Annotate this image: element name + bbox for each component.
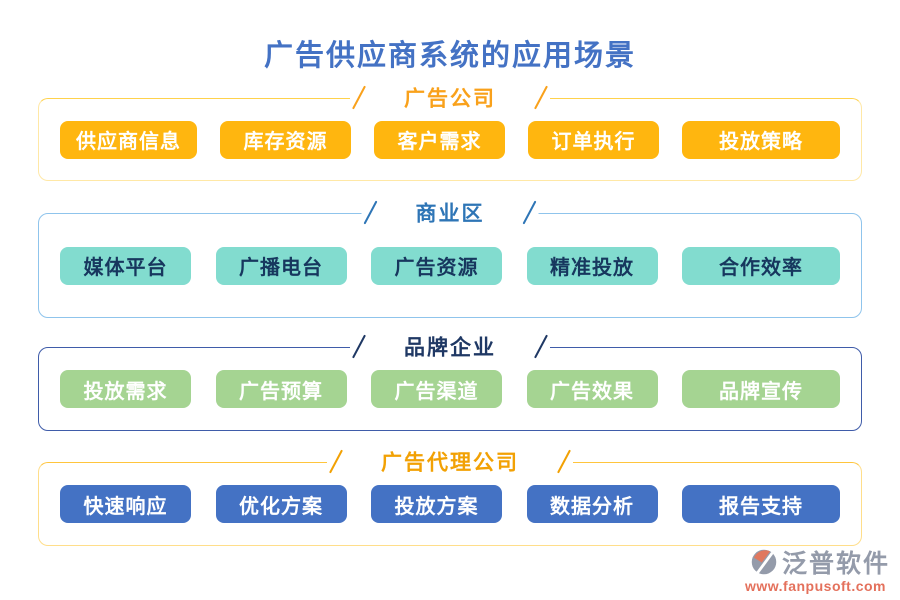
slash-icon — [352, 85, 366, 110]
feature-chip: 库存资源 — [220, 120, 351, 159]
section-ad-company-header: 广告公司 — [350, 82, 550, 113]
chip-row: 投放需求 广告预算 广告渠道 广告效果 品牌宣传 — [39, 348, 861, 430]
slash-icon — [534, 334, 548, 359]
section-business-district-header: 商业区 — [361, 197, 539, 228]
slash-icon — [522, 200, 537, 225]
slash-icon — [363, 200, 378, 225]
section-label: 广告公司 — [404, 87, 496, 111]
feature-chip: 供应商信息 — [60, 120, 197, 159]
fanpu-logo-icon — [750, 548, 778, 576]
slash-icon — [329, 449, 343, 474]
feature-chip: 数据分析 — [526, 485, 658, 523]
feature-chip: 精准投放 — [526, 246, 658, 285]
section-label: 广告代理公司 — [381, 451, 519, 475]
feature-chip: 广告渠道 — [371, 370, 502, 408]
brand-url: www.fanpusoft.com — [745, 578, 886, 594]
section-label: 品牌企业 — [404, 336, 496, 360]
section-ad-agency: 广告代理公司 快速响应 优化方案 投放方案 数据分析 报告支持 — [38, 446, 862, 546]
feature-chip: 合作效率 — [682, 246, 840, 285]
feature-chip: 投放需求 — [60, 370, 191, 408]
section-ad-agency-header: 广告代理公司 — [327, 446, 573, 477]
section-label: 商业区 — [415, 202, 485, 226]
feature-chip: 广播电台 — [215, 246, 347, 285]
slash-icon — [352, 334, 366, 359]
section-brand-enterprise-header: 品牌企业 — [350, 331, 550, 362]
feature-chip: 广告预算 — [215, 370, 347, 408]
brand-name: 泛普软件 — [781, 550, 890, 578]
feature-chip: 快速响应 — [60, 485, 191, 523]
section-ad-company: 广告公司 供应商信息 库存资源 客户需求 订单执行 投放策略 — [38, 82, 862, 181]
feature-chip: 品牌宣传 — [682, 370, 840, 408]
feature-chip: 媒体平台 — [60, 246, 191, 285]
feature-chip: 广告效果 — [526, 370, 658, 408]
chip-row: 媒体平台 广播电台 广告资源 精准投放 合作效率 — [39, 214, 861, 317]
slash-icon — [534, 85, 548, 110]
feature-chip: 投放策略 — [682, 120, 840, 159]
chip-row: 快速响应 优化方案 投放方案 数据分析 报告支持 — [39, 463, 861, 545]
chip-row: 供应商信息 库存资源 客户需求 订单执行 投放策略 — [39, 99, 861, 180]
page-title: 广告供应商系统的应用场景 — [263, 40, 636, 72]
feature-chip: 优化方案 — [215, 485, 347, 523]
section-brand-enterprise: 品牌企业 投放需求 广告预算 广告渠道 广告效果 品牌宣传 — [38, 331, 862, 431]
feature-chip: 客户需求 — [374, 120, 505, 159]
feature-chip: 广告资源 — [371, 246, 502, 285]
feature-chip: 报告支持 — [682, 485, 840, 523]
brand-row: 泛普软件 — [750, 544, 890, 580]
section-business-district: 商业区 媒体平台 广播电台 广告资源 精准投放 合作效率 — [38, 197, 862, 318]
feature-chip: 投放方案 — [371, 485, 502, 523]
slash-icon — [557, 449, 571, 474]
feature-chip: 订单执行 — [528, 120, 659, 159]
footer-brand: 泛普软件 www.fanpusoft.com — [745, 544, 890, 594]
